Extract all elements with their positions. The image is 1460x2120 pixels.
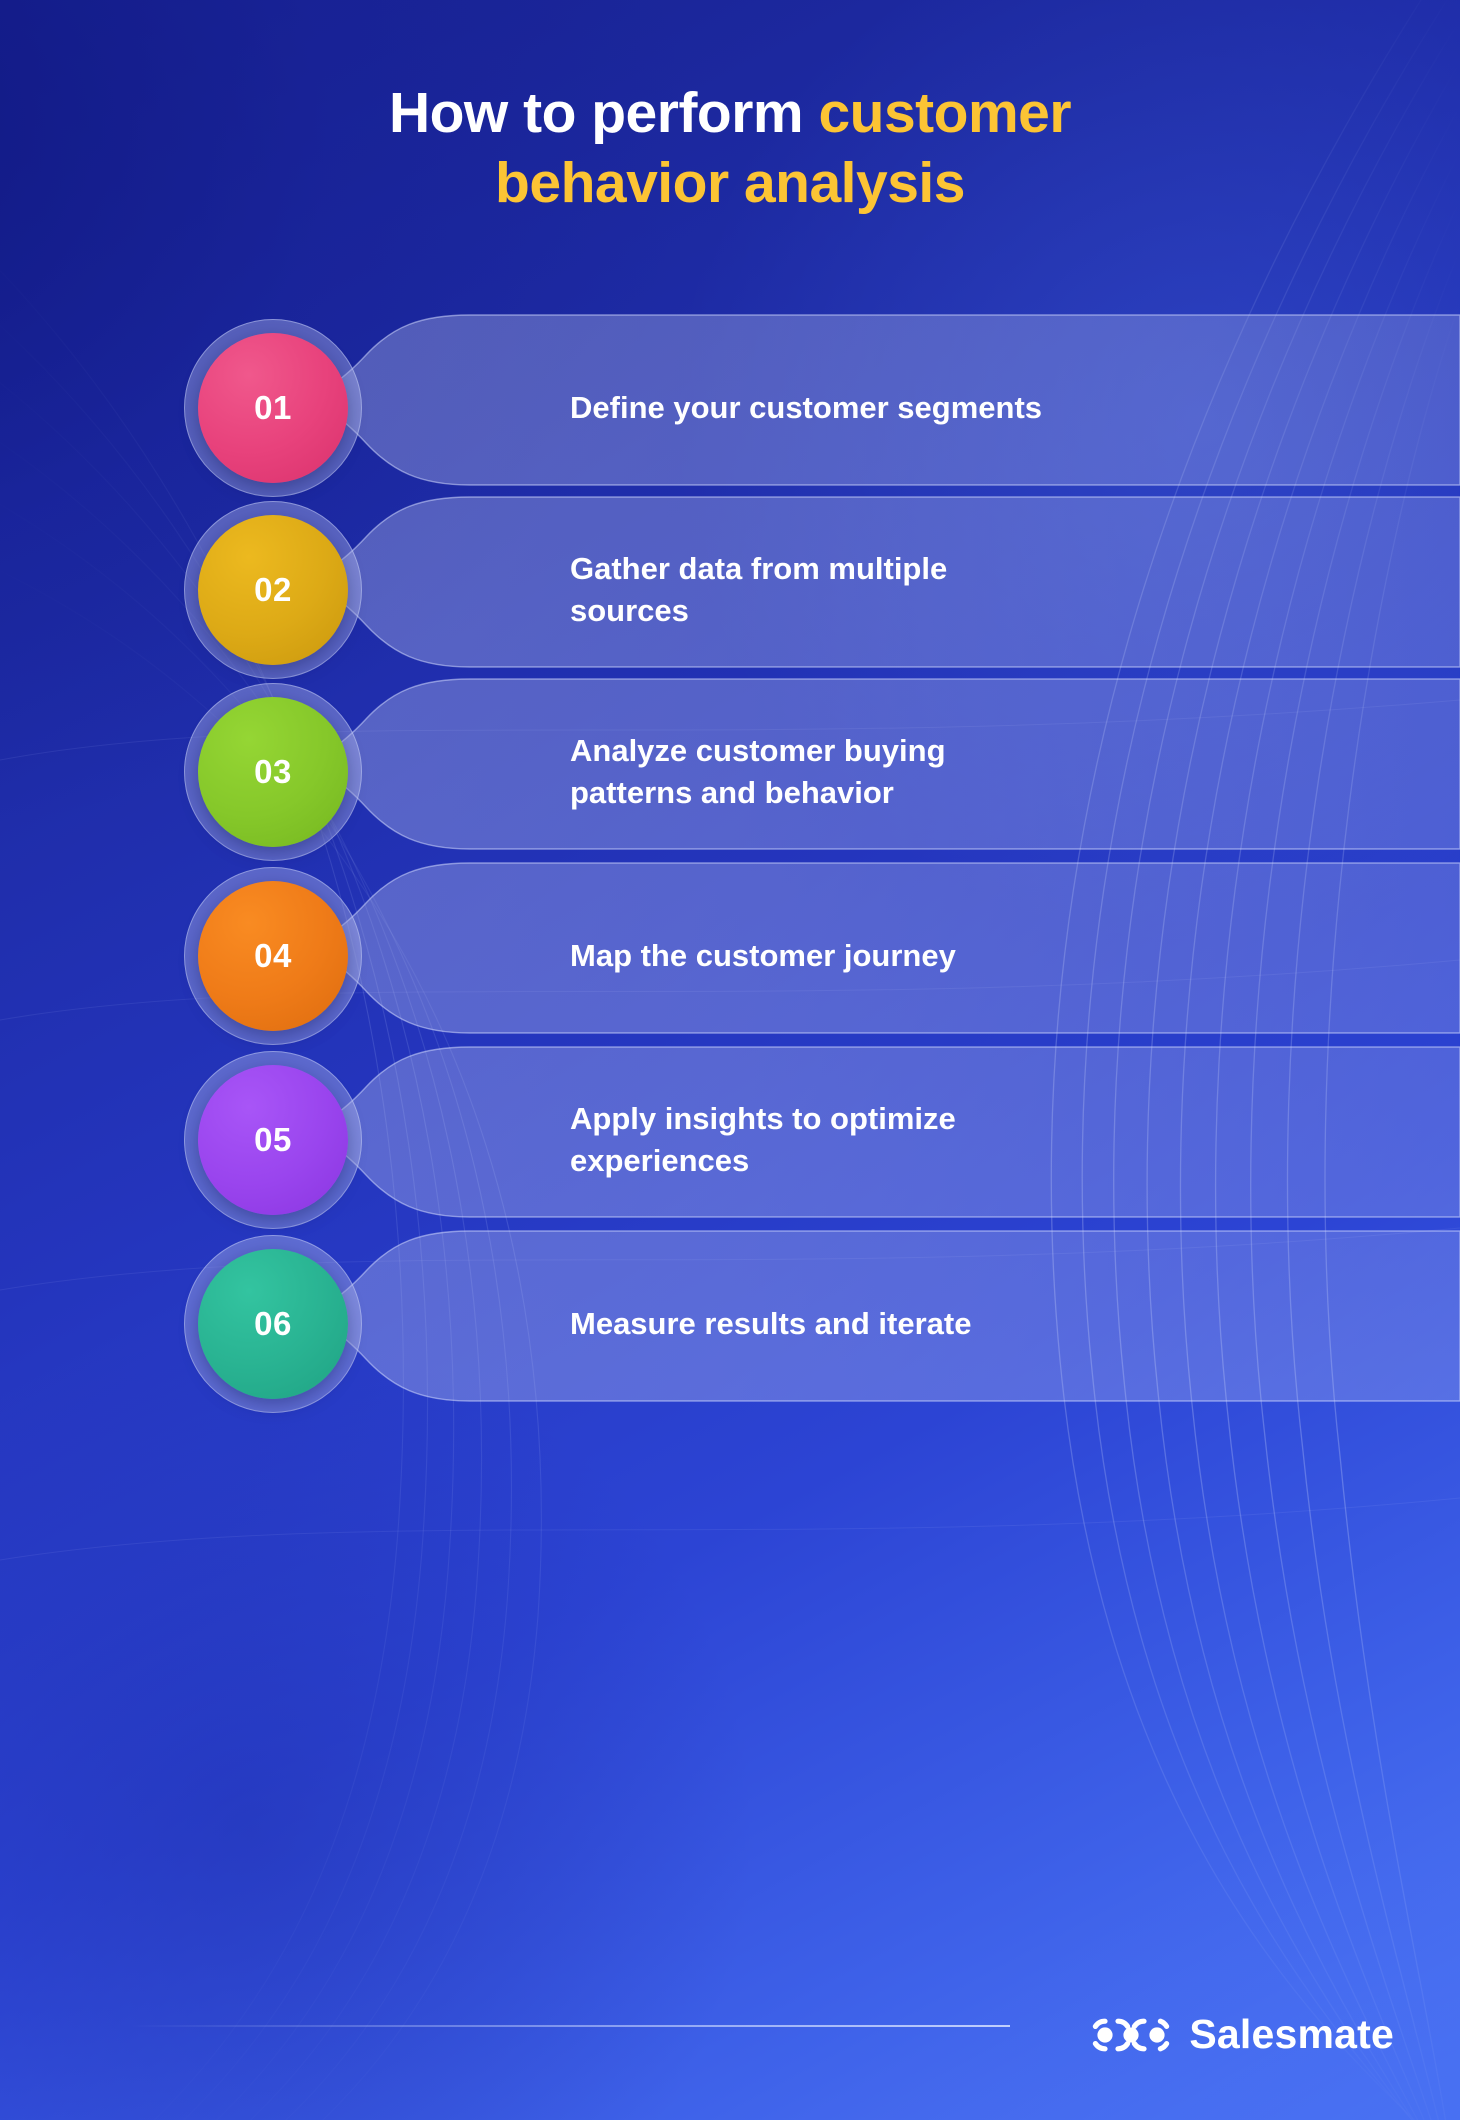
step-number-label: 03 [254,753,292,790]
footer-divider [130,2025,1010,2027]
step-row[interactable]: 06 Measure results and iterate [0,1209,1460,1439]
page-title: How to perform customer behavior analysi… [0,78,1460,218]
step-badge-circle: 03 [198,697,348,847]
step-label: Apply insights to optimize experiences [570,1101,956,1178]
step-number-badge[interactable]: 06 [184,1235,362,1413]
step-badge-circle: 05 [198,1065,348,1215]
title-accent-word: customer [818,81,1072,145]
title-line-1: How to perform customer [0,78,1460,148]
step-badge-circle: 01 [198,333,348,483]
step-number-label: 01 [254,389,292,426]
step-number-badge[interactable]: 05 [184,1051,362,1229]
step-number-label: 04 [254,937,292,974]
step-label: Define your customer segments [570,390,1043,426]
step-badge-circle: 06 [198,1249,348,1399]
step-number-badge[interactable]: 01 [184,319,362,497]
step-label: Gather data from multiple sources [570,551,948,628]
step-label: Measure results and iterate [570,1306,972,1342]
step-number-label: 06 [254,1305,292,1342]
step-label: Map the customer journey [570,938,956,974]
title-plain-text: How to perform [388,81,819,145]
step-label: Analyze customer buying patterns and beh… [570,733,946,810]
step-badge-circle: 02 [198,515,348,665]
footer: Salesmate [0,1940,1460,2120]
title-line-2: behavior analysis [495,151,965,216]
step-number-badge[interactable]: 03 [184,683,362,861]
step-badge-circle: 04 [198,881,348,1031]
step-number-label: 05 [254,1121,292,1158]
step-number-badge[interactable]: 04 [184,867,362,1045]
brand-name: Salesmate [1189,2011,1394,2057]
brand-lockup: Salesmate [1092,2011,1394,2058]
step-number-label: 02 [254,571,292,608]
step-number-badge[interactable]: 02 [184,501,362,679]
salesmate-chain-logo-icon [1093,2018,1170,2051]
